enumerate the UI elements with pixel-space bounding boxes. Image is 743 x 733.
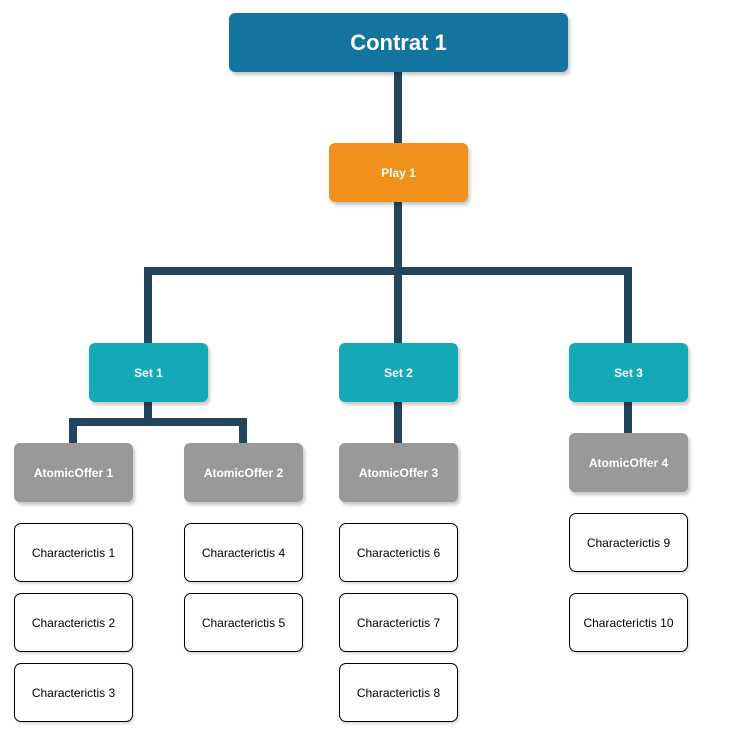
atomic-offer-label: AtomicOffer 1 bbox=[33, 465, 114, 480]
characteristic-label: Characterictis 4 bbox=[201, 545, 286, 560]
characteristic-node-5[interactable]: Characterictis 5 bbox=[184, 593, 303, 652]
characteristic-label: Characterictis 9 bbox=[586, 535, 671, 550]
atomic-offer-label: AtomicOffer 3 bbox=[358, 465, 439, 480]
set-label: Set 1 bbox=[134, 365, 163, 380]
characteristic-node-9[interactable]: Characterictis 9 bbox=[569, 513, 688, 572]
characteristic-node-2[interactable]: Characterictis 2 bbox=[14, 593, 133, 652]
characteristic-node-10[interactable]: Characterictis 10 bbox=[569, 593, 688, 652]
set-node-1[interactable]: Set 1 bbox=[89, 343, 208, 402]
play-node[interactable]: Play 1 bbox=[329, 143, 468, 202]
characteristic-label: Characterictis 6 bbox=[356, 545, 441, 560]
atomic-offer-label: AtomicOffer 2 bbox=[203, 465, 284, 480]
contract-node[interactable]: Contrat 1 bbox=[229, 13, 568, 72]
atomic-offer-node-4[interactable]: AtomicOffer 4 bbox=[569, 433, 688, 492]
characteristic-label: Characterictis 3 bbox=[31, 685, 116, 700]
atomic-offer-node-2[interactable]: AtomicOffer 2 bbox=[184, 443, 303, 502]
atomic-offer-label: AtomicOffer 4 bbox=[588, 455, 669, 470]
characteristic-label: Characterictis 10 bbox=[583, 615, 674, 630]
contract-label: Contrat 1 bbox=[350, 29, 447, 55]
set-node-2[interactable]: Set 2 bbox=[339, 343, 458, 402]
characteristic-node-1[interactable]: Characterictis 1 bbox=[14, 523, 133, 582]
characteristic-label: Characterictis 8 bbox=[356, 685, 441, 700]
connector-sets-bus bbox=[144, 267, 632, 343]
characteristic-label: Characterictis 5 bbox=[201, 615, 286, 630]
characteristic-node-4[interactable]: Characterictis 4 bbox=[184, 523, 303, 582]
characteristic-label: Characterictis 2 bbox=[31, 615, 116, 630]
characteristic-node-3[interactable]: Characterictis 3 bbox=[14, 663, 133, 722]
characteristic-label: Characterictis 7 bbox=[356, 615, 441, 630]
connector-set1-offers bbox=[69, 402, 247, 443]
set-label: Set 3 bbox=[614, 365, 643, 380]
set-label: Set 2 bbox=[384, 365, 413, 380]
characteristic-node-6[interactable]: Characterictis 6 bbox=[339, 523, 458, 582]
characteristic-node-7[interactable]: Characterictis 7 bbox=[339, 593, 458, 652]
atomic-offer-node-3[interactable]: AtomicOffer 3 bbox=[339, 443, 458, 502]
atomic-offer-node-1[interactable]: AtomicOffer 1 bbox=[14, 443, 133, 502]
set-node-3[interactable]: Set 3 bbox=[569, 343, 688, 402]
characteristic-label: Characterictis 1 bbox=[31, 545, 116, 560]
characteristic-node-8[interactable]: Characterictis 8 bbox=[339, 663, 458, 722]
play-label: Play 1 bbox=[381, 165, 416, 180]
